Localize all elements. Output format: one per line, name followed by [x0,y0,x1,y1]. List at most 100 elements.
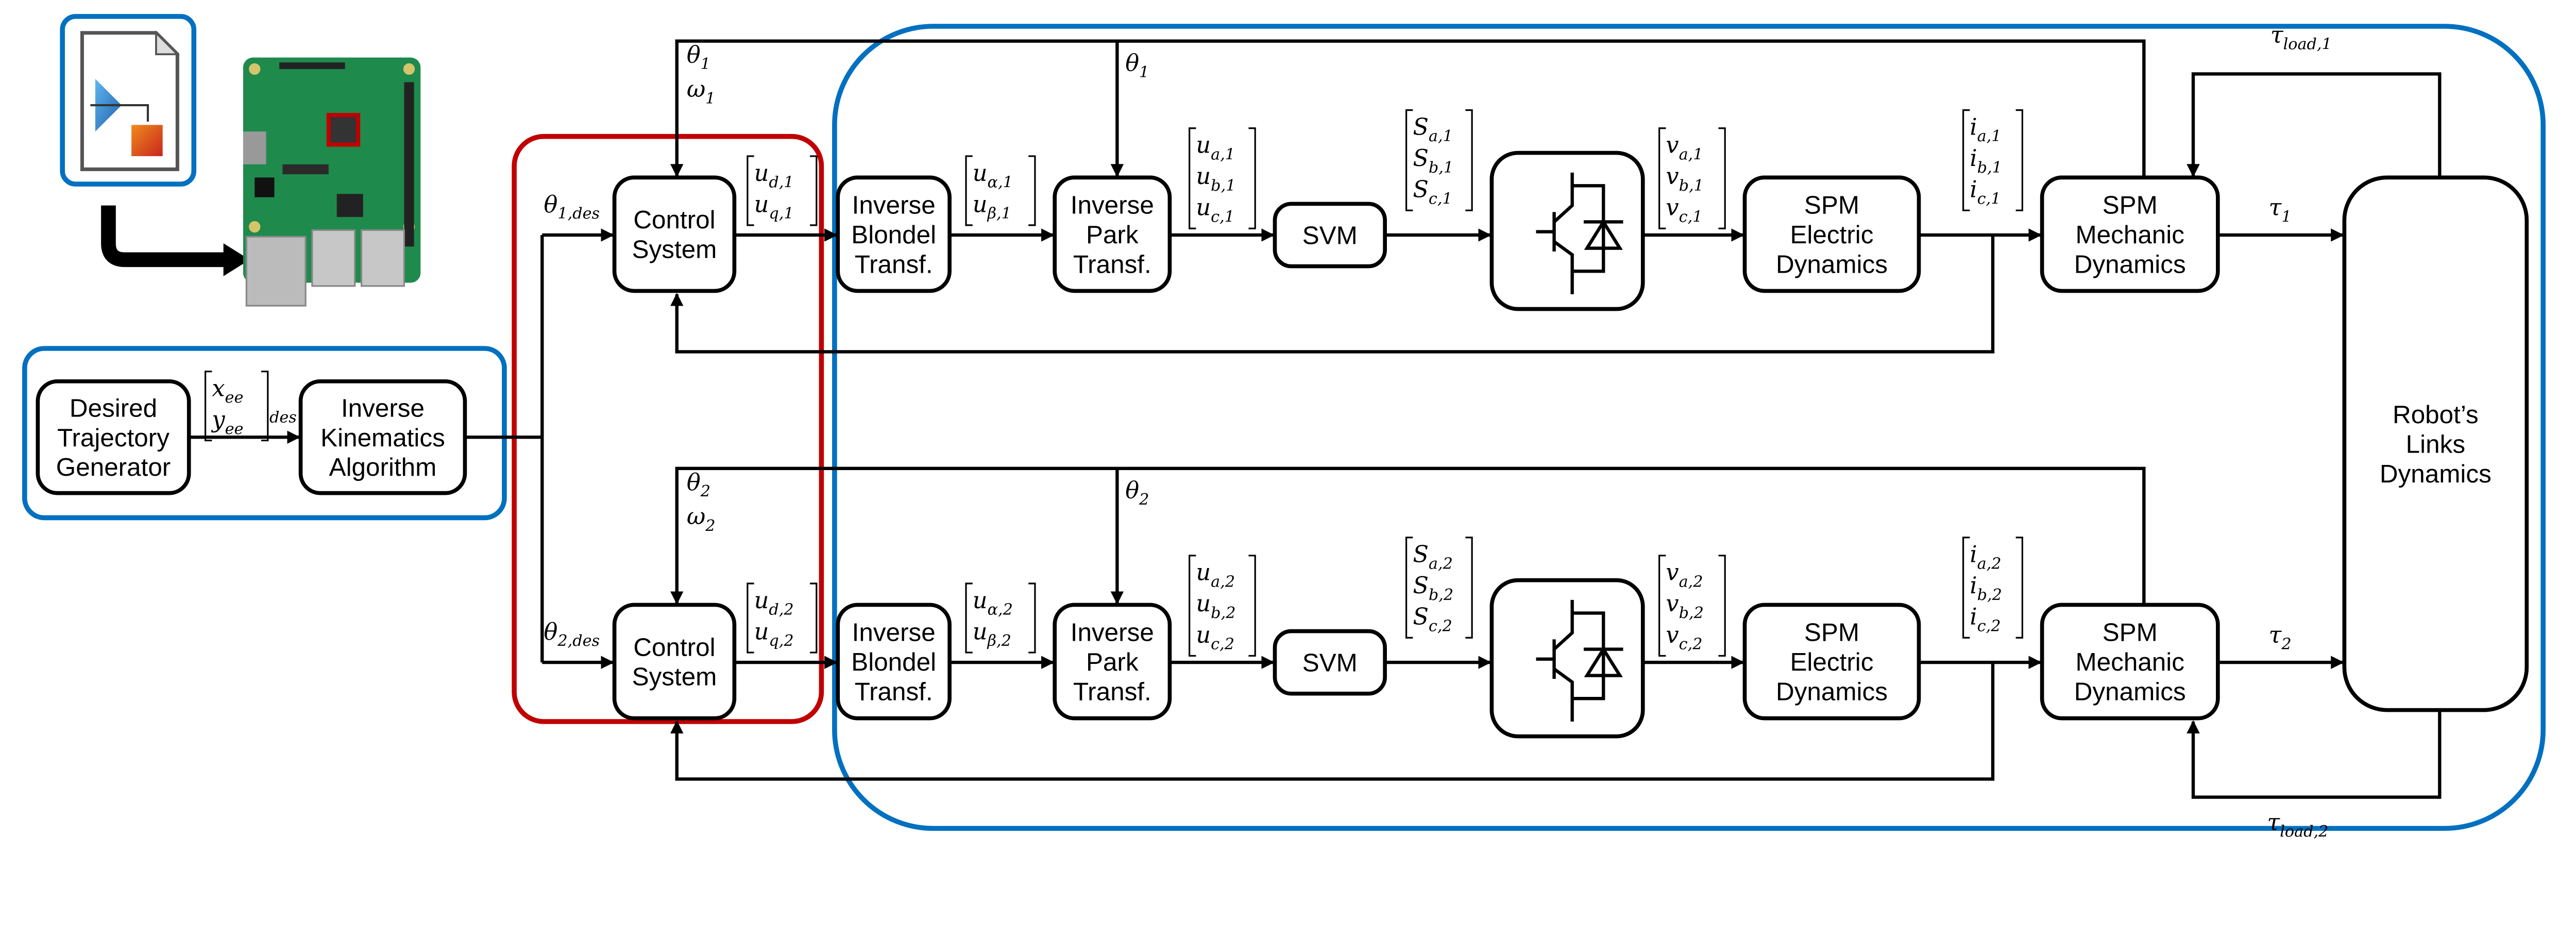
desired-trajectory-generator-block-label: Generator [56,453,171,481]
robot-links-dynamics-block-label: Robot’s [2393,401,2479,429]
controller-group-outline [512,134,824,724]
joint-1-u-dq-matrix-entry-subscript: q,1 [769,205,793,223]
joint-1-v-abc-matrix-entry-subscript: b,1 [1679,177,1704,195]
deploy-arrow-icon [101,205,250,276]
joint-2-igbt-inverter-icon [1489,578,1645,739]
joint-1-v-abc-matrix-bracket-left [1658,127,1666,229]
joint-2-spm-mechanic-block-label: SPM [2103,619,2158,647]
joint-1-svm-block: SVM [1273,202,1387,269]
joint-1-load-torque-label-symbol: τ [2270,22,2284,48]
joint-2-u-alphabeta-matrix-bracket-left [965,582,973,654]
joint-1-park-theta-label: θ1 [1125,49,1149,81]
joint-1-i-abc-matrix-bracket-left [1962,109,1970,211]
joint-1-u-alphabeta-matrix-bracket-right [1028,155,1036,226]
joint-1-s-abc-matrix-bracket-left [1405,109,1413,211]
joint-2-s-abc-matrix-entry-subscript: a,2 [1429,555,1453,573]
joint-1-theta-des-label-subscript: 1,des [557,205,600,223]
joint-1-igbt-inverter-icon-frame [1489,151,1645,311]
joint-2-spm-mechanic-block-label: Dynamics [2074,677,2186,706]
joint-1-torque-label-subscript: 1 [2281,208,2291,226]
joint-2-theta-des-label-subscript: 2,des [557,632,600,650]
joint-1-load-torque-label-subscript: load,1 [2283,36,2332,54]
joint-2-feedback-omega-label-symbol: ω [687,503,705,530]
joint-2-igbt-inverter-icon-frame [1489,578,1645,739]
joint-1-load-torque-line [2187,72,2442,178]
joint-2-u-abc-matrix-entry-symbol: u [1196,559,1211,586]
joint-1-s-abc-matrix-entry-subscript: c,1 [1429,190,1452,208]
joint-2-load-torque-label-symbol: τ [2267,809,2281,836]
joint-1-u-dq-matrix-entry-subscript: d,1 [769,174,793,192]
joint-1-v-abc-matrix-entry-symbol: v [1666,163,1679,190]
joint-2-i-abc-matrix-entry-subscript: a,2 [1977,555,2002,573]
joint-2-inverse-blondel-block-label: Transf. [855,677,933,706]
joint-2-load-torque-label-subscript: load,2 [2280,823,2328,841]
joint-2-control-system-block-frame [612,603,737,721]
joint-2-i-abc-matrix-entry: ia,2 [1970,541,2001,573]
desired-trajectory-generator-block-frame [36,379,191,495]
joint-1-position-feedback-line [670,39,2146,178]
joint-2-svm-block: SVM [1273,629,1387,696]
joint-1-u-alphabeta-matrix-entry-symbol: u [973,191,988,218]
joint-1-inverse-blondel-block-label: Transf. [855,250,933,278]
joint-2-svm-block-label: SVM [1302,649,1358,677]
joint-2-i-abc-matrix-entry: ic,2 [1970,604,2001,636]
joint-2-u-abc-matrix-entry: ub,2 [1196,590,1235,622]
joint-1-control-system-block-label: System [632,236,717,264]
joint-2-inverse-park-block-label: Inverse [1071,619,1154,647]
joint-2-torque-label-symbol: τ [2269,622,2282,648]
joint-1-inverse-blondel-block-label: Inverse [852,191,936,220]
joint-1-feedback-theta-label: θ1 [687,41,710,73]
trajectory-signal-matrix-entry-symbol: y [211,406,225,433]
robot-links-dynamics-block-label: Links [2406,430,2465,459]
joint-2-u-alphabeta-matrix-entry-subscript: β,2 [987,632,1011,650]
joint-1-torque-label-symbol: τ [2269,194,2282,221]
joint-2-u-dq-matrix-entry-symbol: u [754,587,769,614]
joint-1-spm-mechanic-block-label: SPM [2103,191,2158,220]
joint-2-feedback-theta-label-subscript: 2 [700,482,710,500]
joint-2-u-alphabeta-matrix-entry-symbol: u [973,587,988,614]
joint-1-u-dq-matrix-entry: uq,1 [754,191,794,223]
joint-1-v-abc-matrix-entry-subscript: a,1 [1679,145,1703,163]
joint-2-u-alphabeta-matrix-entry: uβ,2 [973,618,1011,650]
joint-1-feedback-theta-label-symbol: θ [687,41,701,68]
joint-1-u-alphabeta-matrix-entry-subscript: β,1 [987,205,1011,223]
joint-2-s-abc-matrix-entry: Sb,2 [1413,572,1453,604]
joint-1-feedback-theta-label-subscript: 1 [701,55,710,73]
joint-2-u-abc-matrix-entry-subscript: c,2 [1211,636,1234,654]
joint-1-s-abc-matrix-entry-symbol: S [1413,113,1429,140]
joint-1-u-abc-matrix-entry-symbol: u [1196,163,1211,190]
joint-2-i-abc-matrix-bracket-right [2015,537,2023,639]
joint-2-spm-mechanic-block-label: Mechanic [2076,648,2184,676]
joint-1-s-abc-matrix-entry: Sa,1 [1413,113,1453,145]
joint-2-inverse-park-block-label: Park [1086,648,1139,676]
joint-2-s-abc-matrix-entry-subscript: b,2 [1429,586,1453,604]
raspberry-pi-board-image [243,57,421,307]
robot-links-dynamics-block-label: Dynamics [2380,460,2492,488]
joint-1-i-abc-matrix-entry-subscript: a,1 [1977,127,2002,145]
trajectory-signal-matrix-bracket-right [261,371,269,442]
joint-2-v-abc-matrix-bracket-left [1658,555,1666,657]
joint-1-spm-electric-block-label: Dynamics [1776,250,1888,278]
joint-1-u-dq-matrix-entry-symbol: u [754,160,769,187]
trajectory-signal-subscript: des [269,409,297,427]
joint-2-feedback-theta-label: θ2 [687,469,710,500]
joint-2-u-dq-matrix-bracket-right [810,582,818,654]
joint-1-feedback-omega-label: ω1 [687,76,716,108]
joint-2-u-alphabeta-matrix-entry: uα,2 [973,587,1013,619]
joint-2-s-abc-matrix-bracket-right [1465,537,1473,639]
joint-1-v-abc-matrix-entry: va,1 [1666,132,1703,164]
joint-1-u-alphabeta-matrix-entry-subscript: α,1 [988,174,1013,192]
joint-2-park-theta-label: θ2 [1125,477,1149,509]
trajectory-signal-matrix-entry-symbol: x [212,375,225,402]
joint-1-inverse-blondel-block-label: Blondel [851,221,936,249]
joint-2-i-abc-matrix-entry-subscript: b,2 [1977,586,2002,604]
joint-1-inverse-park-block-label: Inverse [1071,191,1154,220]
joint-1-inverse-park-block-label: Transf. [1073,250,1151,278]
joint-1-u-dq-matrix-bracket-right [810,155,818,226]
